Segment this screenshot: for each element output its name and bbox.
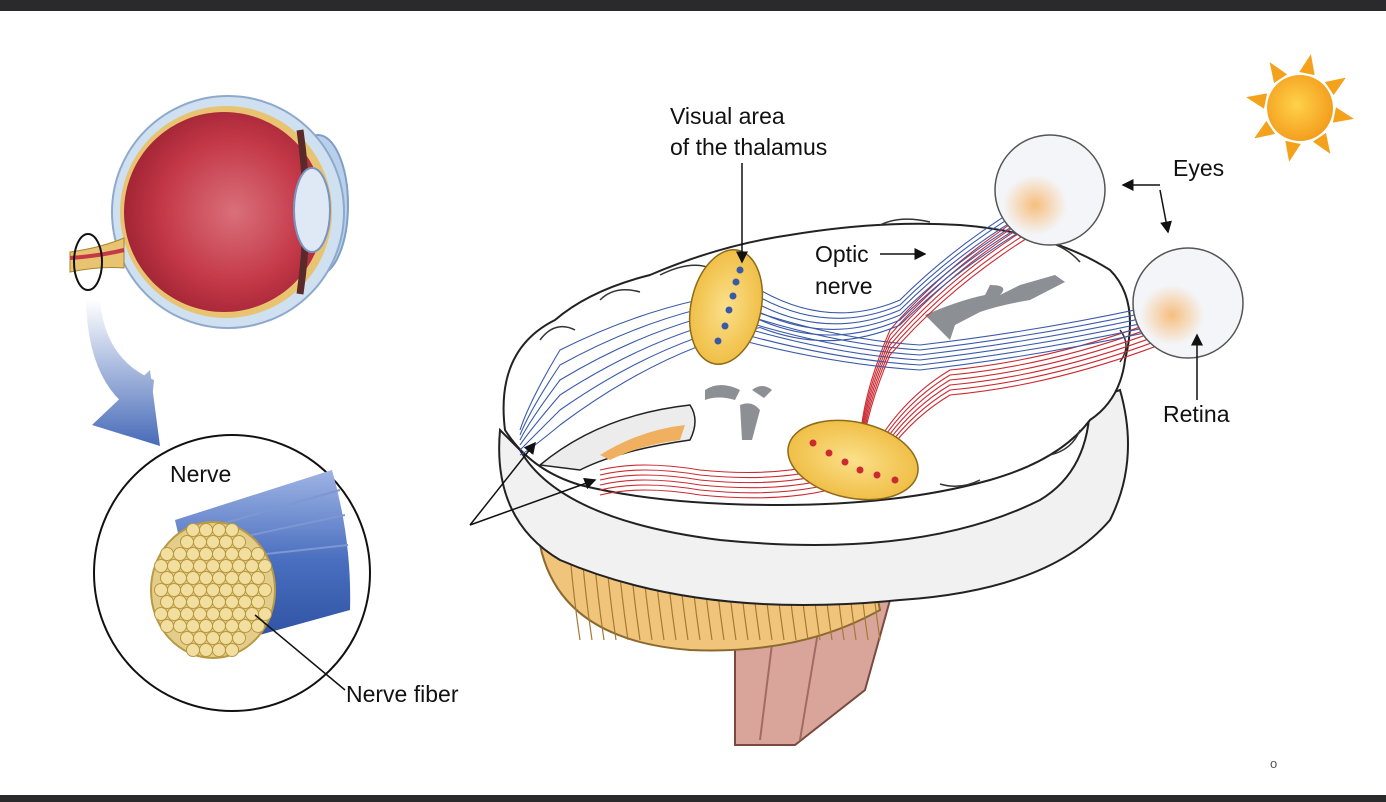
thalamus-visual-area-lower — [787, 419, 919, 501]
eye-upper — [994, 134, 1106, 246]
label-nerve: Nerve — [170, 461, 232, 487]
eyeball-illustration — [69, 95, 349, 329]
label-optic: Optic — [815, 241, 869, 267]
label-nerve-fiber: Nerve fiber — [346, 681, 459, 707]
page-marker: o — [1270, 756, 1278, 771]
label-nerve-optic: nerve — [815, 273, 873, 299]
sun-icon — [1246, 54, 1354, 162]
annotation-arrows — [469, 163, 1203, 526]
label-visual-area-line2: of the thalamus — [670, 134, 828, 160]
nerve-fiber-bundle — [154, 523, 272, 657]
label-retina: Retina — [1163, 401, 1230, 427]
top-bar — [0, 0, 1386, 11]
brain-illustration — [498, 218, 1131, 746]
label-eyes: Eyes — [1173, 155, 1225, 181]
zoom-arrow — [86, 300, 160, 446]
bottom-bar — [0, 795, 1386, 802]
nerve-closeup — [93, 434, 371, 712]
thalamus-visual-area-upper — [688, 249, 764, 365]
label-visual-area-line1: Visual area — [670, 103, 785, 129]
eye-lower — [1132, 247, 1244, 359]
